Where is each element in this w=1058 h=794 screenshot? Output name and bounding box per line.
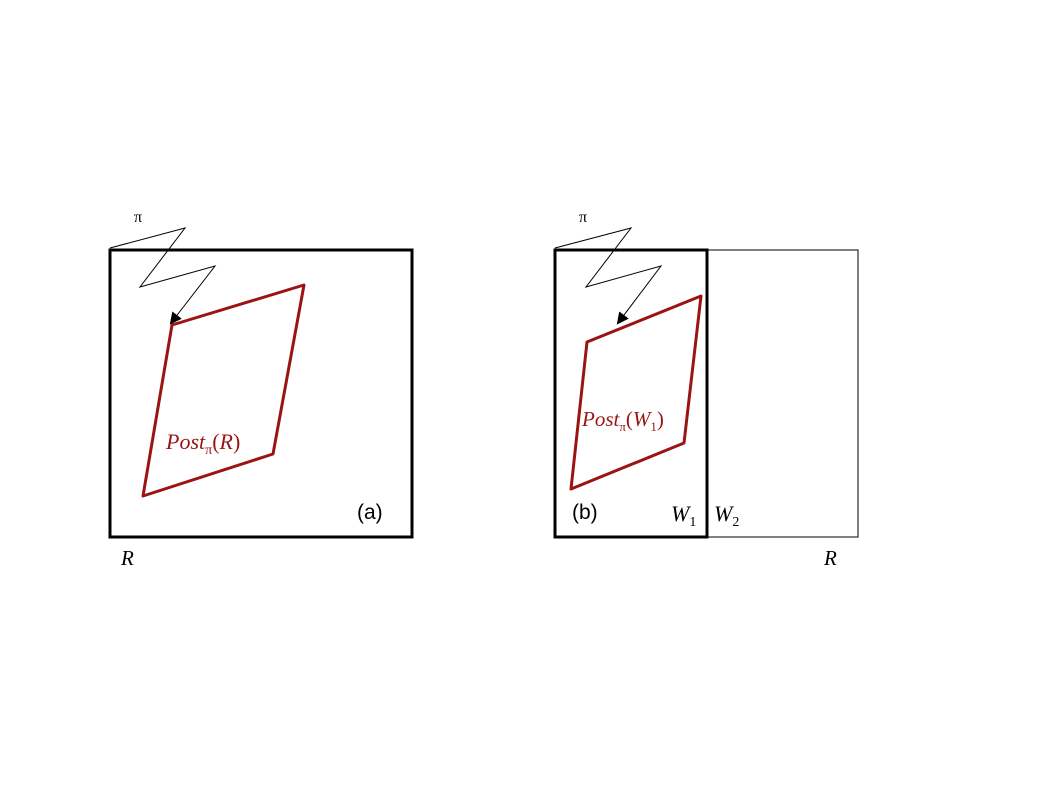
pi-path-arrow-a xyxy=(109,227,217,325)
panel-b: π Postπ(W1) (b) W1 W2 R xyxy=(553,209,859,570)
pi-path-arrow-b xyxy=(554,227,663,325)
region-label-a-open: ( xyxy=(212,429,219,454)
region-label-b-arg: W xyxy=(633,407,653,431)
w1-box xyxy=(553,248,709,539)
w2-label-base: W xyxy=(714,501,734,526)
w1-label-base: W xyxy=(671,501,691,526)
region-label-a-close: ) xyxy=(233,429,240,454)
w1-label: W1 xyxy=(671,501,696,530)
w2-label-sub: 2 xyxy=(732,515,739,530)
region-label-a-arg: R xyxy=(219,429,234,454)
region-label-b-open: ( xyxy=(626,407,633,431)
w2-label: W2 xyxy=(714,501,739,530)
panel-b-tag: (b) xyxy=(572,501,598,524)
post-region-a xyxy=(141,283,306,498)
panel-a-tag: (a) xyxy=(357,501,383,524)
region-label-a: Postπ(R) xyxy=(165,429,240,458)
w1-label-sub: 1 xyxy=(689,515,696,530)
region-label-b-arg-sub: 1 xyxy=(650,419,657,434)
pi-label-b: π xyxy=(579,209,587,226)
region-label-b-close: ) xyxy=(657,407,664,431)
region-label-b-subscript: π xyxy=(619,419,626,434)
region-label-a-base: Post xyxy=(165,429,206,454)
region-label-b: Postπ(W1) xyxy=(581,407,664,434)
post-region-b xyxy=(569,294,703,491)
panel-a: π Postπ(R) (a) R xyxy=(108,209,414,570)
region-label-b-base: Post xyxy=(581,407,621,431)
set-r-label-b: R xyxy=(823,546,837,570)
set-r-label-a: R xyxy=(120,546,134,570)
region-label-a-subscript: π xyxy=(205,443,212,458)
set-r-box xyxy=(108,248,414,539)
pi-label-a: π xyxy=(134,209,142,226)
